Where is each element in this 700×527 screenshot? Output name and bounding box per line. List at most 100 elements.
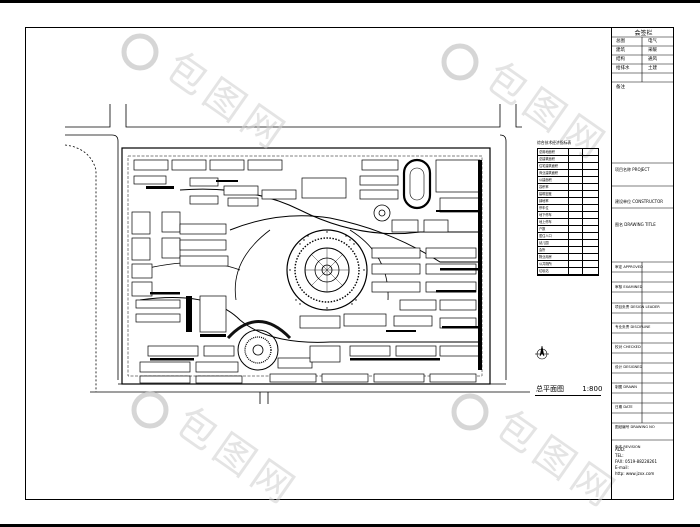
legend-row-label: 建筑密度 xyxy=(539,192,552,196)
legend-divider xyxy=(568,191,570,198)
north-arrow-icon xyxy=(535,345,549,360)
contact-web: http: www.jzxx.com xyxy=(615,471,655,476)
legend-row: 建筑密度 xyxy=(538,191,598,198)
signoff-left: 给排水 xyxy=(616,66,630,71)
legend-row: 商业建筑面积 xyxy=(538,170,598,177)
legend-divider xyxy=(568,163,570,170)
legend-divider xyxy=(568,156,570,163)
legend-divider xyxy=(582,240,584,247)
legend-row: 会所 xyxy=(538,247,598,254)
legend-row-label: 户数 xyxy=(539,227,546,231)
legend-divider xyxy=(568,233,570,240)
legend-row-label: 地下停车 xyxy=(539,213,552,217)
legend-divider xyxy=(582,226,584,233)
sign-row-label: 审定 APPROVED xyxy=(615,265,643,269)
signoff-left: 建筑 xyxy=(616,48,625,53)
legend-row-label: 居住人口 xyxy=(539,234,552,238)
signoff-left: 总图 xyxy=(616,39,625,44)
contact-block: ADD: TEL: FAX: 0519-88228261 E-mail: htt… xyxy=(615,447,657,477)
legend-row-label: 地上停车 xyxy=(539,220,552,224)
legend-divider xyxy=(582,149,584,156)
legend-row-label: 公共厕所 xyxy=(539,262,552,266)
plan-title: 总平面图 1:800 xyxy=(536,384,602,394)
legend-divider xyxy=(582,177,584,184)
legend-row-label: 物业用房 xyxy=(539,255,552,259)
contact-add: ADD: xyxy=(615,447,626,452)
legend-divider xyxy=(568,177,570,184)
legend-row-label: 垃圾站 xyxy=(539,269,549,273)
legend-divider xyxy=(582,156,584,163)
legend-divider xyxy=(582,191,584,198)
bottom-black-bar xyxy=(0,524,700,527)
sign-row-label: 审核 EXAMINED xyxy=(615,285,643,289)
plan-scale: 1:800 xyxy=(582,385,603,393)
legend-divider xyxy=(582,247,584,254)
legend-caption: 综合技术经济指标表 xyxy=(537,140,572,145)
legend-row: 住宅建筑面积 xyxy=(538,163,598,170)
sign-row-label: 专业负责 DISCIPLINE xyxy=(615,325,651,329)
sign-row-label: 版本 REVISION xyxy=(615,445,641,449)
legend-row: 地下停车 xyxy=(538,212,598,219)
sign-row-label: 制图 DRAWN xyxy=(615,385,637,389)
contact-fax: FAX: 0519-88228261 xyxy=(615,459,658,464)
legend-divider xyxy=(582,233,584,240)
legend-row: 容积率 xyxy=(538,184,598,191)
sign-row-label: 日期 DATE xyxy=(615,405,633,409)
project-name-label: 项目名称 PROJECT xyxy=(615,167,650,172)
sign-row-label: 项目负责 DESIGN LEADER xyxy=(615,305,660,309)
legend-divider xyxy=(582,163,584,170)
legend-row-label: 总建筑面积 xyxy=(539,157,555,161)
legend-divider xyxy=(568,219,570,226)
remarks-label: 备注 xyxy=(616,85,625,90)
legend-row-label: 住宅建筑面积 xyxy=(539,164,559,168)
signoff-right: 采暖 xyxy=(648,48,657,53)
legend-divider xyxy=(582,254,584,261)
legend-row: 总用地面积 xyxy=(538,149,598,156)
legend-divider xyxy=(568,170,570,177)
legend-row-label: 容积率 xyxy=(539,185,549,189)
legend-divider xyxy=(568,268,570,275)
legend-row-label: 停车位 xyxy=(539,206,549,210)
legend-row-label: 会所 xyxy=(539,248,546,252)
legend-row: 公共厕所 xyxy=(538,261,598,268)
signoff-right: 电气 xyxy=(648,39,657,44)
title-block: 会签栏 总图电气建筑采暖结构通风给排水土建 备注 项目名称 PROJECT 建设… xyxy=(611,27,674,500)
drawing-name-label: 图名 DRAWING TITLE xyxy=(615,222,656,227)
legend-divider xyxy=(568,261,570,268)
legend-divider xyxy=(568,240,570,247)
signoff-left: 结构 xyxy=(616,57,625,62)
legend-row: 停车位 xyxy=(538,205,598,212)
legend-divider xyxy=(582,268,584,275)
legend-divider xyxy=(568,198,570,205)
legend-row: 户数 xyxy=(538,226,598,233)
legend-divider xyxy=(568,212,570,219)
signoff-right: 土建 xyxy=(648,66,657,71)
legend-divider xyxy=(582,261,584,268)
legend-row-label: 总用地面积 xyxy=(539,150,555,154)
legend-row: 公建面积 xyxy=(538,177,598,184)
legend-row-label: 幼儿园 xyxy=(539,241,549,245)
legend-divider xyxy=(582,198,584,205)
client-label: 建设单位 CONSTRUCTOR xyxy=(615,199,664,204)
legend-row-label: 商业建筑面积 xyxy=(539,171,559,175)
titleblock-header: 会签栏 xyxy=(634,30,653,37)
legend-row: 地上停车 xyxy=(538,219,598,226)
legend-row: 绿地率 xyxy=(538,198,598,205)
legend-divider xyxy=(568,226,570,233)
legend-divider xyxy=(568,149,570,156)
legend-row: 垃圾站 xyxy=(538,268,598,275)
legend-divider xyxy=(568,247,570,254)
legend-row: 物业用房 xyxy=(538,254,598,261)
contact-tel: TEL: xyxy=(615,453,624,458)
top-black-bar xyxy=(0,0,700,3)
legend-table: 总用地面积总建筑面积住宅建筑面积商业建筑面积公建面积容积率建筑密度绿地率停车位地… xyxy=(537,148,599,276)
sign-row-label: 图纸编号 DRAWING NO xyxy=(615,425,655,429)
legend-divider xyxy=(582,219,584,226)
legend-divider xyxy=(582,205,584,212)
legend-row-label: 公建面积 xyxy=(539,178,552,182)
legend-divider xyxy=(582,212,584,219)
legend-row: 总建筑面积 xyxy=(538,156,598,163)
drawing-sheet xyxy=(25,27,674,500)
sign-row-label: 校对 CHECKED xyxy=(615,345,641,349)
